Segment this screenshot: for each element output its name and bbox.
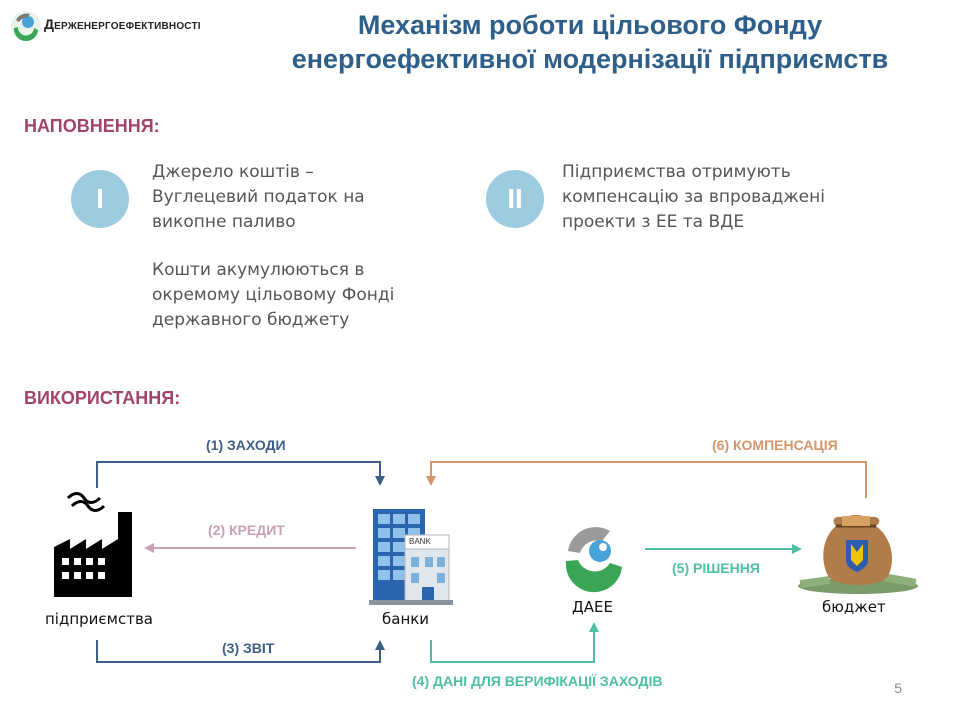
flow-3-label: (3) ЗВІТ xyxy=(222,640,275,656)
node-label-budget: бюджет xyxy=(822,598,886,616)
daee-logo-icon xyxy=(565,527,622,593)
text-line: компенсацію за впроваджені xyxy=(562,187,825,207)
filling-item1-text1: Джерело коштів – Вуглецевий податок на в… xyxy=(152,160,365,235)
filling-item1-text2: Кошти акумулюються в окремому цільовому … xyxy=(152,258,394,333)
section-heading-filling: НАПОВНЕННЯ: xyxy=(24,116,160,136)
flow-5-label: (5) РІШЕННЯ xyxy=(672,560,760,576)
node-label-daee: ДАЕЕ xyxy=(572,598,613,616)
bank-sign: BANK xyxy=(409,537,431,546)
page-number: 5 xyxy=(894,680,902,696)
flow-1-label: (1) ЗАХОДИ xyxy=(206,437,286,453)
flow-6-arrow xyxy=(426,461,867,498)
numeral-circle-2: II xyxy=(486,170,544,228)
money-bag-icon xyxy=(798,515,918,594)
text-line: окремому цільовому Фонді xyxy=(152,285,395,305)
text-line: Джерело коштів – xyxy=(152,162,314,182)
section-heading-usage: ВИКОРИСТАННЯ: xyxy=(24,388,181,408)
flow-2-label: (2) КРЕДИТ xyxy=(208,522,285,538)
node-label-enterprises: підприємства xyxy=(45,610,153,628)
flow-3-arrow xyxy=(96,640,385,663)
flow-4-label: (4) ДАНІ ДЛЯ ВЕРИФІКАЦІЇ ЗАХОДІВ xyxy=(412,673,663,689)
text-line: Вуглецевий податок на xyxy=(152,187,365,207)
flow-1-arrow xyxy=(96,461,385,488)
flow-4-arrow xyxy=(430,622,599,663)
logo-text: Держенергоефективності xyxy=(44,16,201,32)
flow-6-label: (6) КОМПЕНСАЦІЯ xyxy=(712,437,838,453)
text-line: державного бюджету xyxy=(152,310,350,330)
page-title-line-2: енергоефективної модернізації підприємст… xyxy=(291,44,889,74)
page-title-line-1: Механізм роботи цільового Фонду xyxy=(357,10,823,40)
text-line: викопне паливо xyxy=(152,212,296,232)
bank-building-icon: BANK xyxy=(369,505,453,605)
logo-icon xyxy=(11,11,41,42)
factory-icon xyxy=(54,492,132,597)
numeral-circle-1: I xyxy=(71,170,129,228)
text-line: Кошти акумулюються в xyxy=(152,260,365,280)
text-line: Підприємства отримують xyxy=(562,162,791,182)
node-label-banks: банки xyxy=(382,610,430,628)
filling-item2-text: Підприємства отримують компенсацію за вп… xyxy=(562,160,825,235)
text-line: проекти з ЕЕ та ВДЕ xyxy=(562,212,745,232)
